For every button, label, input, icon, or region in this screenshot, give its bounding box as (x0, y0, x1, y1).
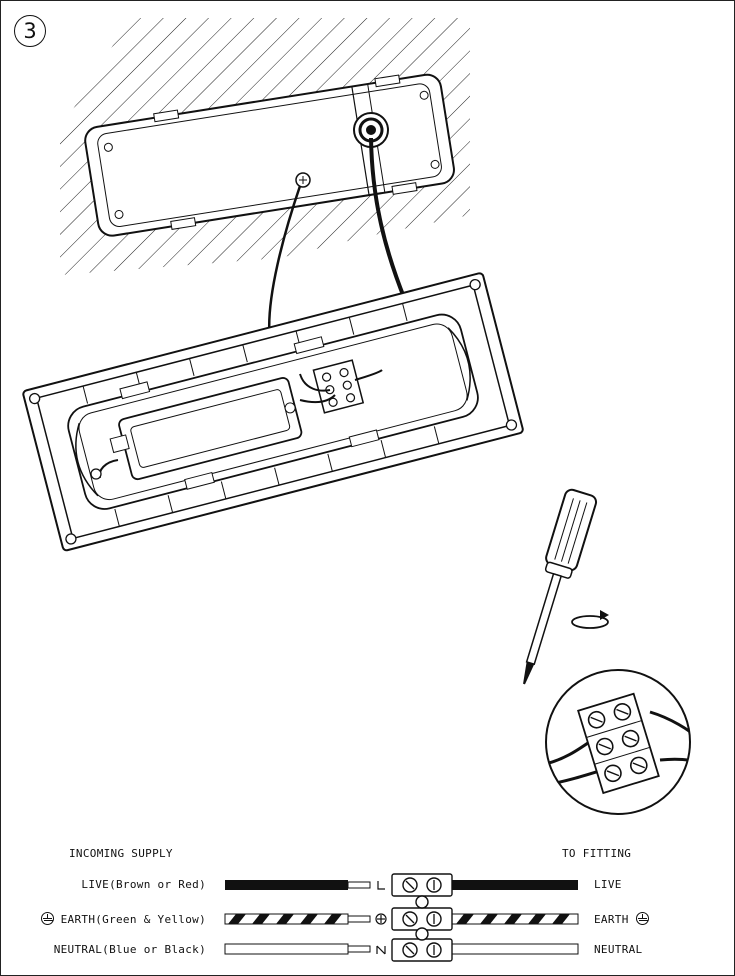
live-wire-fitting (452, 880, 578, 890)
live-wire-incoming (225, 880, 348, 890)
terminal-block-icon (577, 692, 660, 795)
live-incoming-label: LIVE(Brown or Red) (81, 878, 206, 891)
to-fitting-heading: TO FITTING (562, 847, 632, 860)
fitting-body (22, 272, 524, 552)
step-number-icon: 3 (14, 15, 46, 47)
screwdriver-icon (523, 488, 598, 685)
incoming-supply-heading: INCOMING SUPPLY (69, 847, 173, 860)
earth-fitting-label: EARTH (594, 912, 649, 926)
earth-incoming-label: EARTH(Green & Yellow) (24, 912, 206, 926)
ground-symbol-icon (40, 912, 54, 925)
rotation-arrow-icon (571, 610, 609, 629)
live-fitting-label: LIVE (594, 878, 622, 891)
legend-terminal-blocks (391, 873, 453, 962)
wiring-legend (224, 873, 579, 962)
earth-stud (295, 172, 311, 188)
neutral-incoming-label: NEUTRAL(Blue or Black) (53, 943, 206, 956)
detail-magnifier (545, 669, 691, 815)
neutral-fitting-label: NEUTRAL (594, 943, 643, 956)
ground-symbol-icon (635, 912, 649, 925)
cable-gland (353, 112, 389, 148)
